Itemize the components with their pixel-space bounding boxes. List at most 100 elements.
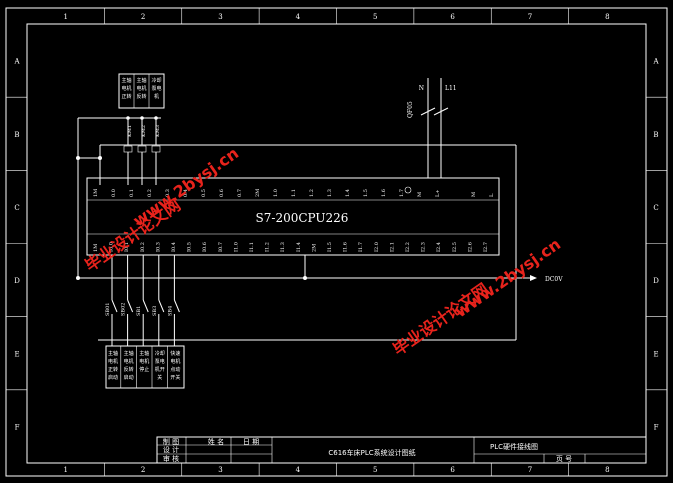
column-label-bottom: 8 [605,466,609,474]
switch-label: SB4 [167,306,173,316]
plc-top-terminal: 1.5 [363,189,369,197]
input-description-table [105,345,185,389]
junction-dot [126,116,130,120]
input-description-line: 电机 [170,358,180,365]
plc-model-label: S7-200CPU226 [256,211,349,225]
column-label-bottom: 4 [296,466,301,474]
switch-contact [111,299,118,313]
plc-top-terminal: 0.6 [219,189,225,197]
plc-top-terminal: L [489,193,495,197]
plc-bottom-terminal: I1.3 [280,242,286,252]
watermark-brand: 毕业设计论文网 [389,279,492,359]
plc-bottom-terminal: I2.2 [405,242,411,252]
plc-outline [86,177,500,256]
input-description-line: 主轴 [108,350,118,357]
input-description-line: 主轴 [124,350,134,357]
plc-top-terminal: 2M [255,189,261,197]
plc-top-terminal: 1.0 [273,189,279,197]
plc-bottom-terminal: I2.4 [436,242,442,252]
breaker-label: QF05 [407,101,414,118]
switch-label: SB1 [136,306,142,316]
dc-label: DC0V [545,276,563,283]
plc-bottom-terminal: I0.2 [140,242,146,252]
input-description-line: 快速 [170,350,180,357]
plc-top-terminal: 0.2 [147,189,153,197]
plc-top-terminal: 1.7 [399,189,405,197]
input-description-line: 电机 [139,358,149,365]
output-description-line: 泵电 [151,85,161,92]
input-description-line: 启动 [124,374,134,381]
row-label-right: A [652,58,659,66]
input-description-line: 泵电 [155,358,165,365]
plc-bottom-terminal: I1.5 [327,242,333,252]
input-description-line: 反转 [124,366,134,373]
output-description-line: 反转 [136,93,146,100]
neutral-label: N [419,85,424,92]
row-label-right: E [653,350,658,358]
column-label-bottom: 1 [63,466,67,474]
plc-bottom-terminal: I0.4 [171,242,177,252]
plc-bottom-terminal: I0.6 [202,242,208,252]
input-description-line: 停止 [139,366,149,373]
plc-bottom-terminal: I0.5 [187,242,193,252]
input-description-line: 主轴 [139,350,149,357]
input-description-line: 冷却 [155,350,165,357]
plc-top-terminal: 0.7 [237,189,243,197]
plc-bottom-terminal: I1.0 [233,242,239,252]
row-label-left: B [14,131,19,139]
plc-bottom-terminal: I1.4 [296,242,302,252]
row-label-left: F [15,423,20,431]
row-checked: 审 核 [163,454,179,463]
coil-label: KM1 [127,125,133,137]
column-label-top: 2 [141,13,145,21]
column-label-top: 7 [528,13,532,21]
junction-dot [76,276,80,280]
output-description-line: 冷却 [151,77,161,84]
plc-bottom-terminal: I0.3 [155,242,161,252]
input-description-line: 点动 [170,366,180,373]
plc-top-terminal: 1.2 [309,189,315,197]
coil-symbol [151,145,161,153]
plc-bottom-terminal: I2.5 [452,242,458,252]
switch-label: SB02 [121,303,127,316]
junction-dot [154,116,158,120]
column-label-top: 5 [373,13,377,21]
plc-bottom-terminal: I2.7 [483,242,489,252]
power-supply: N L11 QF05 [407,78,457,178]
coil-label: KM2 [141,125,147,137]
column-label-top: 3 [218,13,222,21]
output-description-line: 主轴 [121,77,131,84]
plc-bottom-terminal: 2M [311,244,317,252]
column-label-bottom: 6 [450,466,455,474]
watermarks: www.2bysj.cn 毕业设计论文网 www.2bysj.cn 毕业设计论文… [81,143,564,359]
input-description-line: 电机 [108,358,118,365]
switch-contact [158,299,165,313]
sheet-name: PLC硬件接线图 [490,442,538,451]
plc-top-terminal: 1.3 [327,189,333,197]
title-block: 姓 名 日 期 制 图 设 计 审 核 C616车床PLC系统设计图纸 PLC硬… [156,436,647,464]
switch-label: SB01 [105,303,111,316]
row-label-left: E [14,350,19,358]
plc-top-terminal: 0.1 [129,189,135,197]
coil-symbol [137,145,147,153]
phase-label: L11 [445,85,457,92]
arrow-right-icon [530,275,537,281]
plc-top-terminal: 1.4 [345,189,351,197]
plc-top-terminal: 0.4 [183,189,189,197]
row-label-left: A [13,58,20,66]
plc-bottom-terminal: I0.7 [218,242,224,252]
plc-bottom-terminal: I2.3 [421,242,427,252]
plc-bottom-terminal: I1.1 [249,242,255,252]
switch-contact [127,299,134,313]
watermark-brand: 毕业设计论文网 [81,195,184,275]
ground-symbol [404,186,412,194]
column-label-bottom: 5 [373,466,377,474]
